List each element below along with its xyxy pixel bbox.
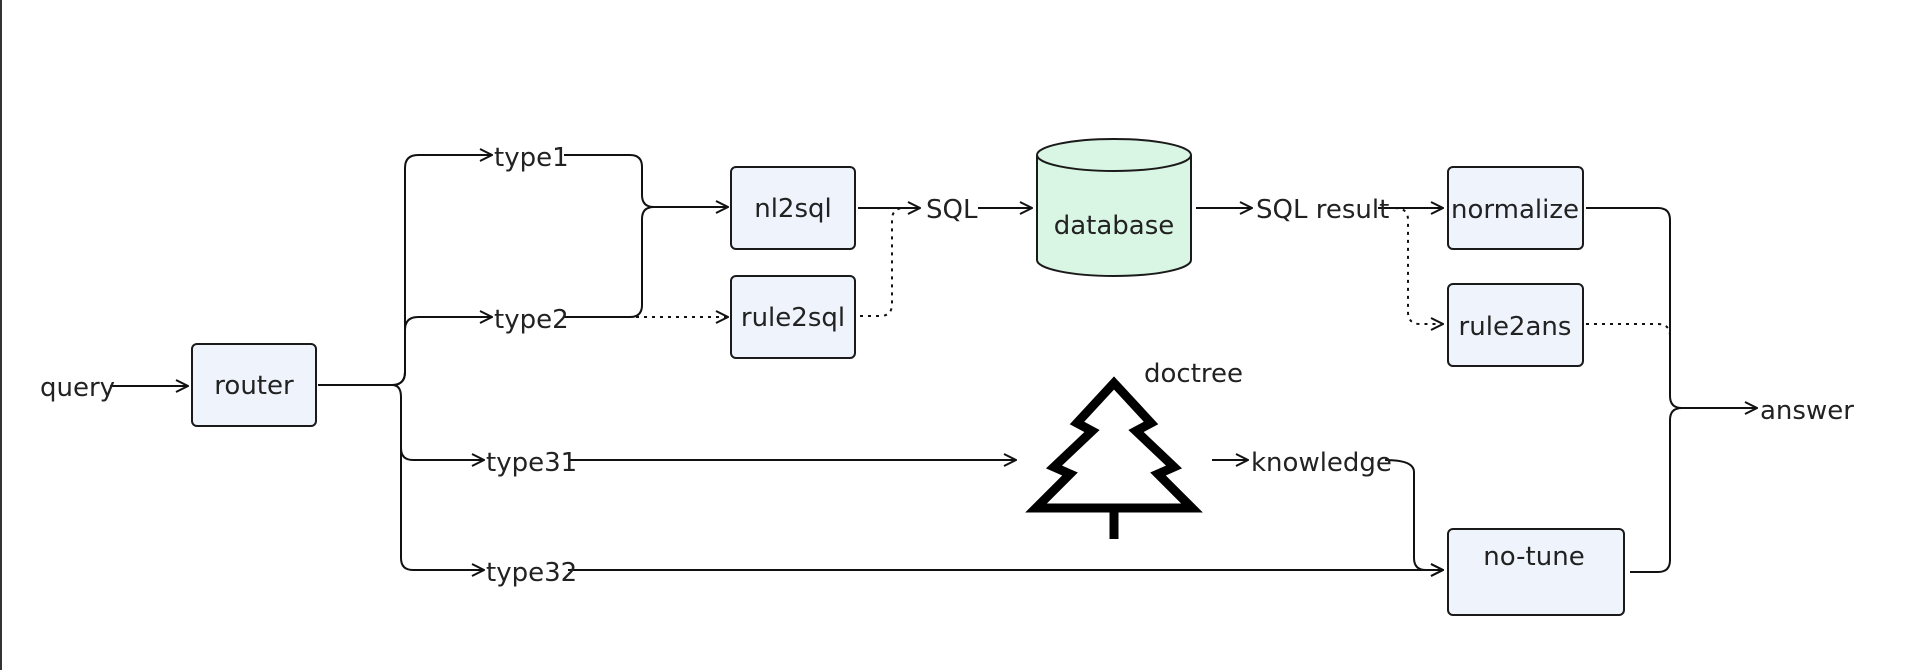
database-cylinder-icon (1036, 155, 1192, 277)
edge-sqlresult-rule2ans (1394, 207, 1443, 324)
node-nl2sql-label: nl2sql (754, 194, 832, 224)
edge-knowledge-notune (1384, 459, 1443, 570)
edge-type1-nl2sql (564, 154, 728, 207)
edge-labels: query type1 type2 type31 type32 SQL SQL … (40, 143, 1854, 588)
edge-type2-nl2sql (564, 206, 655, 318)
edge-rule2sql-sql (860, 207, 905, 317)
node-router: router (191, 343, 317, 427)
node-normalize: normalize (1447, 166, 1584, 250)
node-database-label: database (1054, 211, 1175, 241)
node-database: database (1036, 138, 1192, 277)
label-type1: type1 (494, 143, 569, 173)
label-type32: type32 (486, 558, 577, 588)
frame-left-border (0, 0, 2, 670)
node-rule2ans: rule2ans (1447, 283, 1584, 367)
edge-router-type2 (391, 317, 492, 386)
node-no-tune: no-tune (1447, 528, 1625, 616)
edge-notune-answer (1630, 407, 1683, 573)
label-knowledge: knowledge (1251, 448, 1392, 478)
label-sql-result: SQL result (1256, 195, 1389, 225)
edge-router-type32 (400, 448, 484, 570)
edge-router-type31 (391, 384, 484, 460)
label-doctree: doctree (1144, 359, 1243, 389)
label-answer: answer (1760, 396, 1854, 426)
node-normalize-label: normalize (1451, 195, 1579, 225)
label-type31: type31 (486, 448, 577, 478)
node-router-label: router (214, 371, 294, 401)
label-query: query (40, 373, 115, 403)
label-type2: type2 (494, 305, 569, 335)
edge-normalize-answer (1586, 207, 1757, 408)
node-rule2sql-label: rule2sql (741, 303, 845, 333)
node-nl2sql: nl2sql (730, 166, 856, 250)
node-rule2sql: rule2sql (730, 275, 856, 359)
node-no-tune-label: no-tune (1483, 542, 1584, 572)
node-rule2ans-label: rule2ans (1459, 312, 1572, 342)
label-sql: SQL (926, 195, 978, 225)
edge-rule2ans-answer (1586, 323, 1671, 337)
tree-icon (1025, 376, 1203, 539)
edges (110, 155, 1757, 572)
